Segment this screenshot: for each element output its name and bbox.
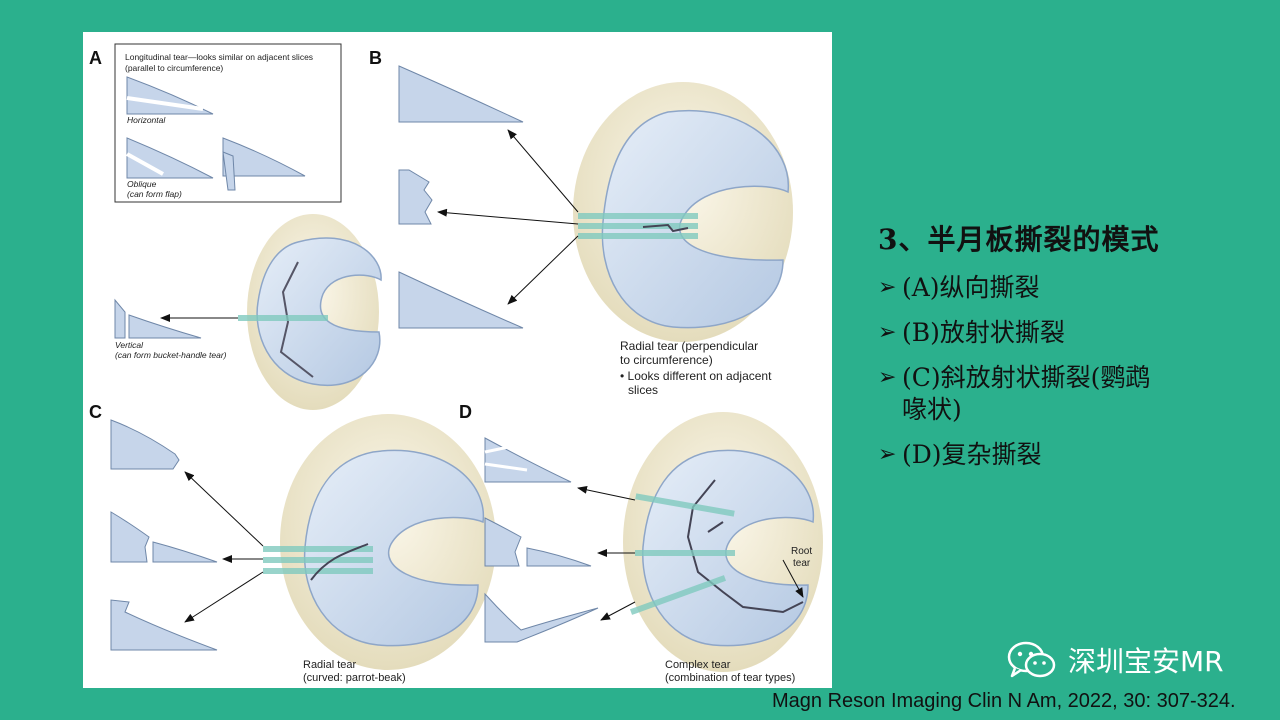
- list-item-text: (A)纵向撕裂: [902, 273, 1040, 302]
- panel-d-caption-2: (combination of tear types): [665, 672, 795, 684]
- tear-type-list: ➢(A)纵向撕裂 ➢(B)放射状撕裂 ➢(C)斜放射状撕裂(鹦鹉 喙状) ➢(D…: [878, 272, 1258, 471]
- wechat-watermark: 深圳宝安MR: [1006, 640, 1224, 680]
- panel-a-box-title: Longitudinal tear—looks similar on adjac…: [125, 52, 313, 62]
- horizontal-tear-wedge: [126, 76, 214, 115]
- panel-a-meniscus: [238, 214, 382, 410]
- panel-c-caption-1: Radial tear: [303, 659, 357, 671]
- panel-a-box: [114, 43, 342, 203]
- panel-b-arrow-2: [437, 208, 579, 225]
- list-item: ➢(D)复杂撕裂: [878, 439, 1258, 471]
- panel-b-letter: B: [369, 48, 382, 68]
- panel-b-caption-1: Radial tear (perpendicular: [620, 339, 758, 353]
- panel-b-meniscus: [573, 82, 793, 342]
- bullet-arrow-icon: ➢: [878, 275, 897, 300]
- citation: Magn Reson Imaging Clin N Am, 2022, 30: …: [772, 690, 1236, 712]
- meniscal-tear-figure: A Longitudinal tear—looks similar on adj…: [83, 32, 832, 688]
- wechat-icon: [1007, 641, 1056, 678]
- oblique-flap-wedge: [222, 137, 306, 191]
- panel-c-arrow-1: [184, 471, 264, 547]
- root-tear-arrow: [782, 559, 804, 598]
- list-item-text: (B)放射状撕裂: [902, 318, 1065, 347]
- bullet-arrow-icon: ➢: [878, 365, 897, 390]
- side-notes: 3、半月板撕裂的模式 ➢(A)纵向撕裂 ➢(B)放射状撕裂 ➢(C)斜放射状撕裂…: [878, 218, 1258, 484]
- panel-b-caption-3: • Looks different on adjacent: [620, 369, 772, 383]
- list-item-text: (C)斜放射状撕裂(鹦鹉 喙状): [902, 363, 1151, 424]
- list-item: ➢(B)放射状撕裂: [878, 317, 1258, 349]
- list-item: ➢(A)纵向撕裂: [878, 272, 1258, 304]
- panel-b-arrow-1: [507, 129, 579, 213]
- panel-b-wedges: [398, 65, 524, 329]
- oblique-label: Oblique: [127, 179, 157, 189]
- bullet-arrow-icon: ➢: [878, 320, 897, 345]
- panel-b-caption-4: slices: [628, 383, 658, 397]
- watermark-label: 深圳宝安MR: [1068, 645, 1224, 678]
- panel-c-wedges: [110, 419, 218, 651]
- vertical-label: Vertical: [115, 340, 144, 350]
- list-item-text: (D)复杂撕裂: [902, 440, 1042, 469]
- figure-illustration: A Longitudinal tear—looks similar on adj…: [89, 43, 823, 684]
- bullet-arrow-icon: ➢: [878, 442, 897, 467]
- vertical-note: (can form bucket-handle tear): [115, 350, 227, 360]
- horizontal-label: Horizontal: [127, 115, 166, 125]
- panel-a-letter: A: [89, 48, 102, 68]
- panel-c-letter: C: [89, 402, 102, 422]
- panel-d-arrow-3: [600, 601, 636, 621]
- root-label-2: tear: [793, 558, 811, 569]
- panel-c-caption-2: (curved: parrot-beak): [303, 672, 406, 684]
- panel-d-caption-1: Complex tear: [665, 659, 731, 671]
- root-label-1: Root: [791, 546, 812, 557]
- panel-a-box-subtitle: (parallel to circumference): [125, 63, 223, 73]
- panel-b-arrow-3: [507, 235, 579, 305]
- vertical-tear-wedge: [114, 298, 202, 339]
- panel-c-arrow-3: [184, 571, 264, 623]
- list-item: ➢(C)斜放射状撕裂(鹦鹉 喙状): [878, 362, 1258, 426]
- panel-d-wedges: [484, 437, 599, 643]
- oblique-tear-wedge: [126, 137, 214, 179]
- panel-c-meniscus: [263, 414, 496, 670]
- panel-d-arrow-1: [577, 485, 636, 501]
- side-title: 3、半月板撕裂的模式: [878, 223, 1160, 256]
- panel-d-meniscus: [623, 412, 823, 672]
- panel-d-letter: D: [459, 402, 472, 422]
- panel-b-caption-2: to circumference): [620, 353, 713, 367]
- oblique-note: (can form flap): [127, 189, 182, 199]
